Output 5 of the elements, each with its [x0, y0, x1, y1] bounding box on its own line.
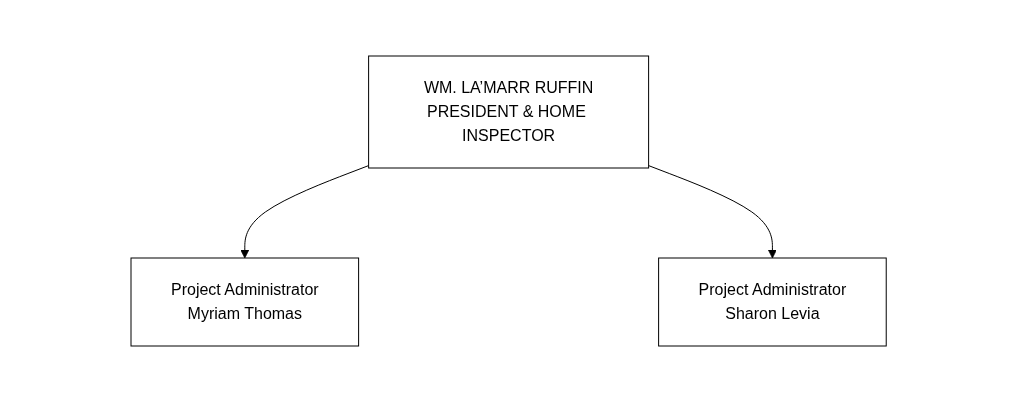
node-box: Project Administrator Myriam Thomas — [130, 257, 360, 346]
arrow — [648, 164, 778, 258]
node-box: Project Administrator Sharon Levia — [658, 257, 888, 346]
arrow — [240, 164, 370, 258]
node-box: WM. LA’MARR RUFFIN PRESIDENT & HOME INSPECTOR — [368, 55, 650, 168]
